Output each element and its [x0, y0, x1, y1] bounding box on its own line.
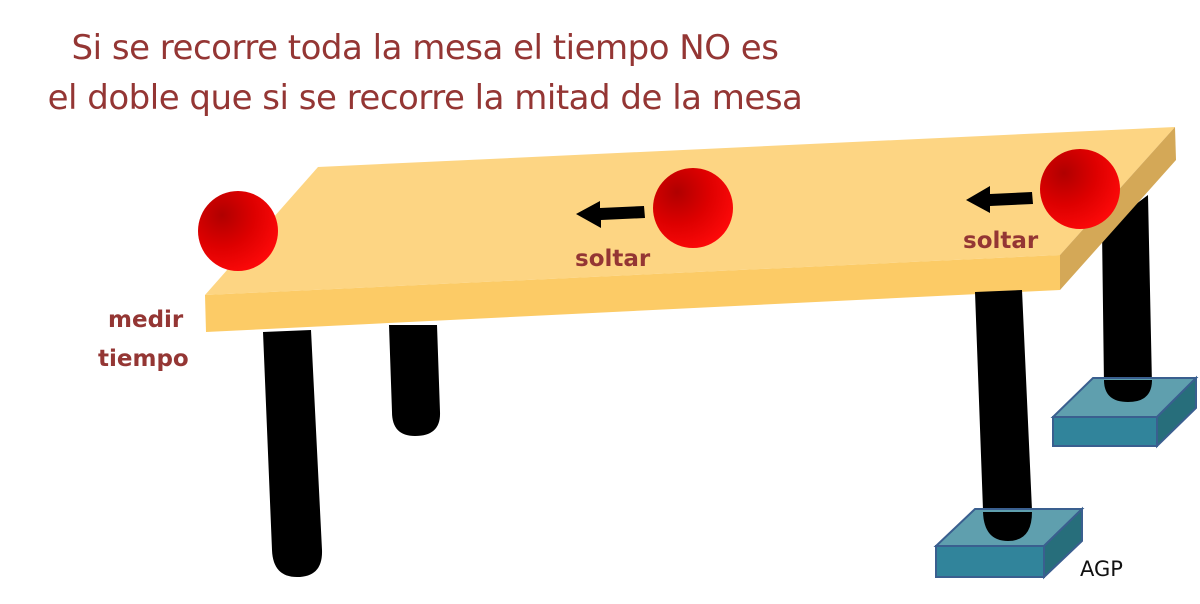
front-left-leg [263, 330, 323, 577]
ball-at-edge [198, 191, 278, 271]
back-right-leg [1102, 195, 1152, 402]
title-line-2: el doble que si se recorre la mitad de l… [47, 78, 803, 118]
title-line-1: Si se recorre toda la mesa el tiempo NO … [71, 28, 779, 68]
arrow-left-icon [576, 201, 645, 228]
release-label-end: soltar [963, 228, 1039, 254]
release-label-middle: soltar [575, 246, 651, 272]
support-block-back [1050, 375, 1199, 449]
arrow-left-icon [966, 186, 1033, 213]
ball-middle [653, 168, 733, 248]
back-left-leg [389, 325, 441, 436]
front-right-leg [975, 290, 1032, 540]
measure-label-line-1: medir [108, 307, 184, 333]
support-block-front [933, 506, 1085, 580]
credit-label: AGP [1080, 557, 1123, 581]
ball-end [1040, 149, 1120, 229]
measure-label-line-2: tiempo [98, 346, 189, 372]
